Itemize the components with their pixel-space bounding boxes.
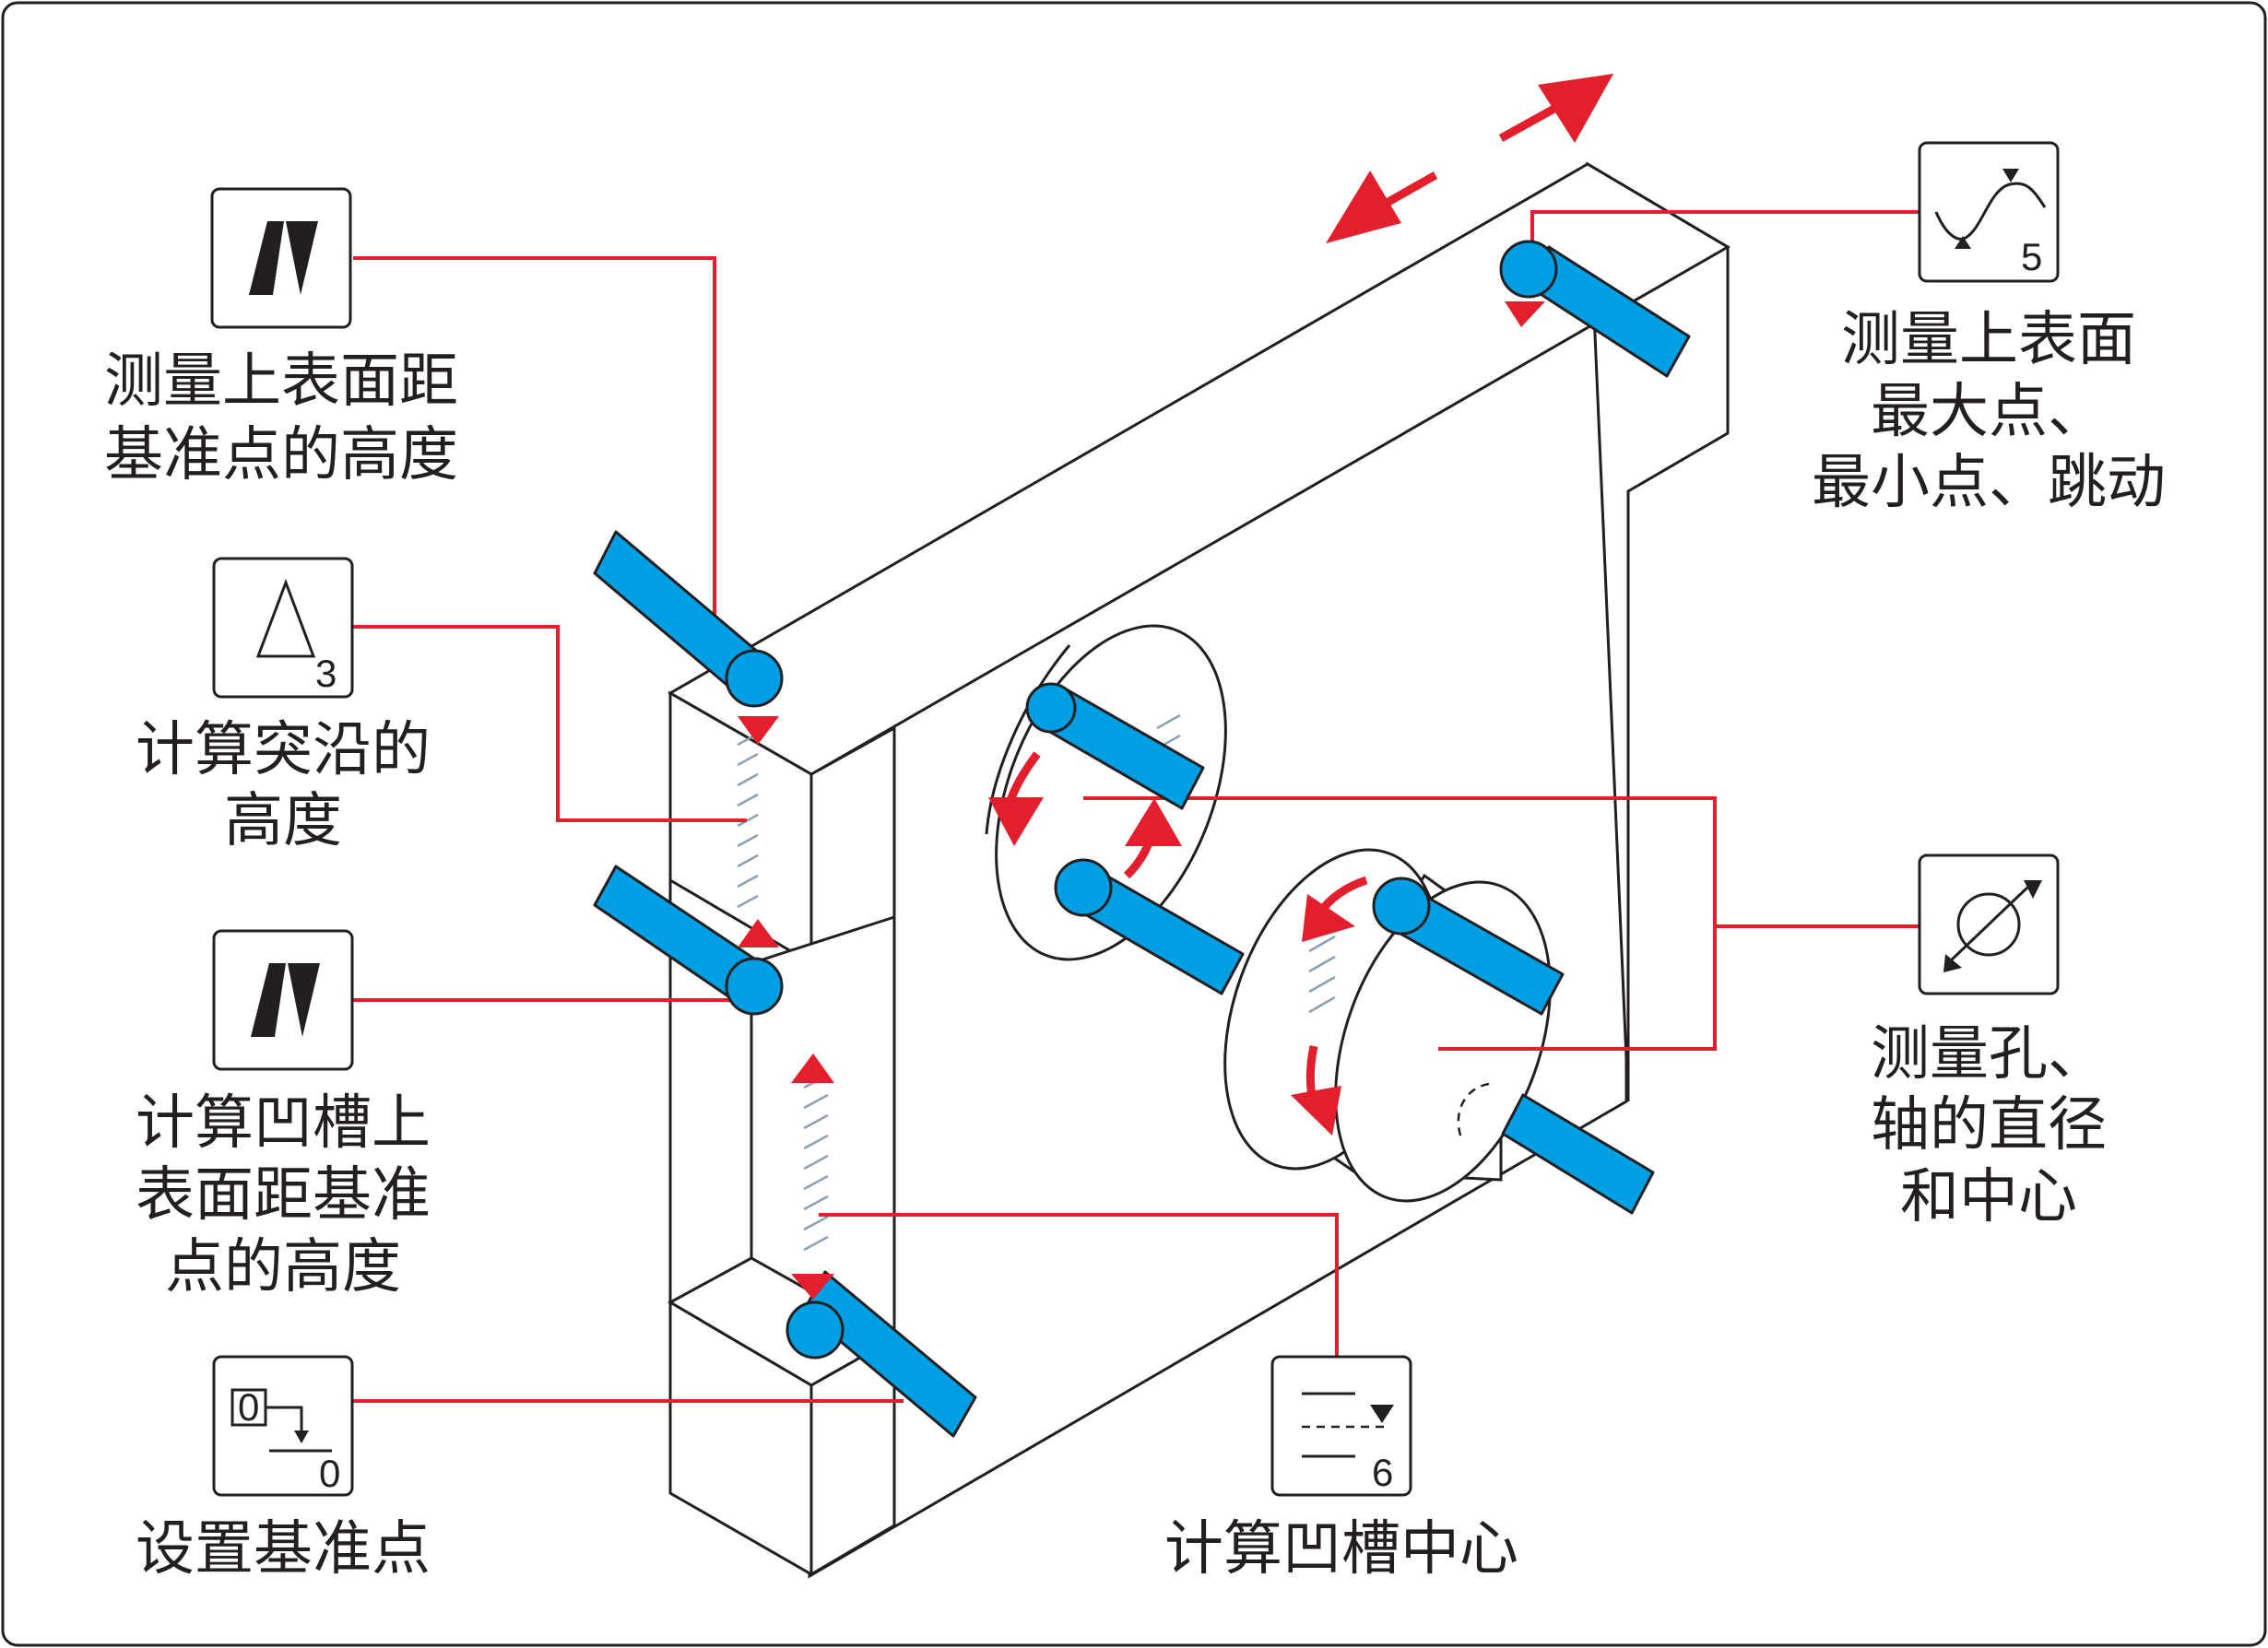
- ledge-height-icon[interactable]: 3: [212, 557, 354, 699]
- probe-shaft-upper: [1372, 877, 1565, 1016]
- diameter-icon[interactable]: [1918, 853, 2060, 995]
- label-ledge-height: 计算突沿的 高度: [136, 716, 431, 855]
- set-reference-result: 0: [319, 1452, 340, 1495]
- motion-arrows: [738, 74, 1613, 1300]
- set-reference-icon[interactable]: 0 0: [212, 1355, 354, 1497]
- svg-text:测量上表面: 测量上表面: [1841, 306, 2136, 374]
- probe-hole-upper: [1025, 682, 1205, 810]
- svg-text:点的高度: 点的高度: [165, 1233, 401, 1301]
- svg-text:和中心: 和中心: [1900, 1163, 2077, 1231]
- svg-text:计算突沿的: 计算突沿的: [136, 716, 431, 784]
- groove-hatching: [803, 1073, 829, 1252]
- probe-shaft-lower: [1501, 1093, 1655, 1215]
- label-top-max-min: 测量上表面 最大点、 最小点、跳动: [1812, 306, 2166, 517]
- label-hole-shaft: 测量孔、 轴的直径 和中心: [1871, 1020, 2107, 1231]
- profile-runout-icon[interactable]: 5: [1918, 141, 2060, 283]
- probe-upper-top: [593, 530, 784, 708]
- probe-top-surface: [1499, 240, 1691, 378]
- groove-center-icon[interactable]: 6: [1270, 1355, 1412, 1497]
- groove-center-index: 6: [1372, 1451, 1393, 1494]
- svg-text:轴的直径: 轴的直径: [1871, 1091, 2107, 1159]
- svg-text:基准点的高度: 基准点的高度: [104, 421, 458, 489]
- ledge-height-index: 3: [315, 652, 337, 695]
- ledge-hatching: [737, 732, 759, 909]
- svg-text:表面距基准: 表面距基准: [136, 1161, 431, 1230]
- label-set-reference: 设置基准点: [136, 1515, 431, 1583]
- probes: [593, 240, 1691, 1438]
- set-reference-value: 0: [238, 1385, 259, 1429]
- svg-text:测量孔、: 测量孔、: [1871, 1020, 2107, 1089]
- profile-runout-index: 5: [2021, 235, 2042, 278]
- probe-upper-bottom: [593, 865, 784, 1016]
- svg-text:高度: 高度: [224, 787, 342, 855]
- svg-text:最大点、: 最大点、: [1871, 378, 2107, 446]
- svg-text:计算凹槽上: 计算凹槽上: [136, 1089, 431, 1158]
- svg-text:测量上表面距: 测量上表面距: [104, 347, 458, 416]
- groove-height-icon[interactable]: [212, 929, 354, 1071]
- label-groove-center: 计算凹槽中心: [1164, 1515, 1518, 1583]
- svg-text:最小点、跳动: 最小点、跳动: [1812, 449, 2166, 517]
- probe-hole-lower: [1054, 858, 1245, 995]
- label-top-height: 测量上表面距 基准点的高度: [104, 347, 458, 489]
- label-groove-top-height: 计算凹槽上 表面距基准 点的高度: [136, 1089, 431, 1301]
- leader-lines: [353, 210, 1920, 1403]
- height-measure-icon[interactable]: [210, 187, 352, 329]
